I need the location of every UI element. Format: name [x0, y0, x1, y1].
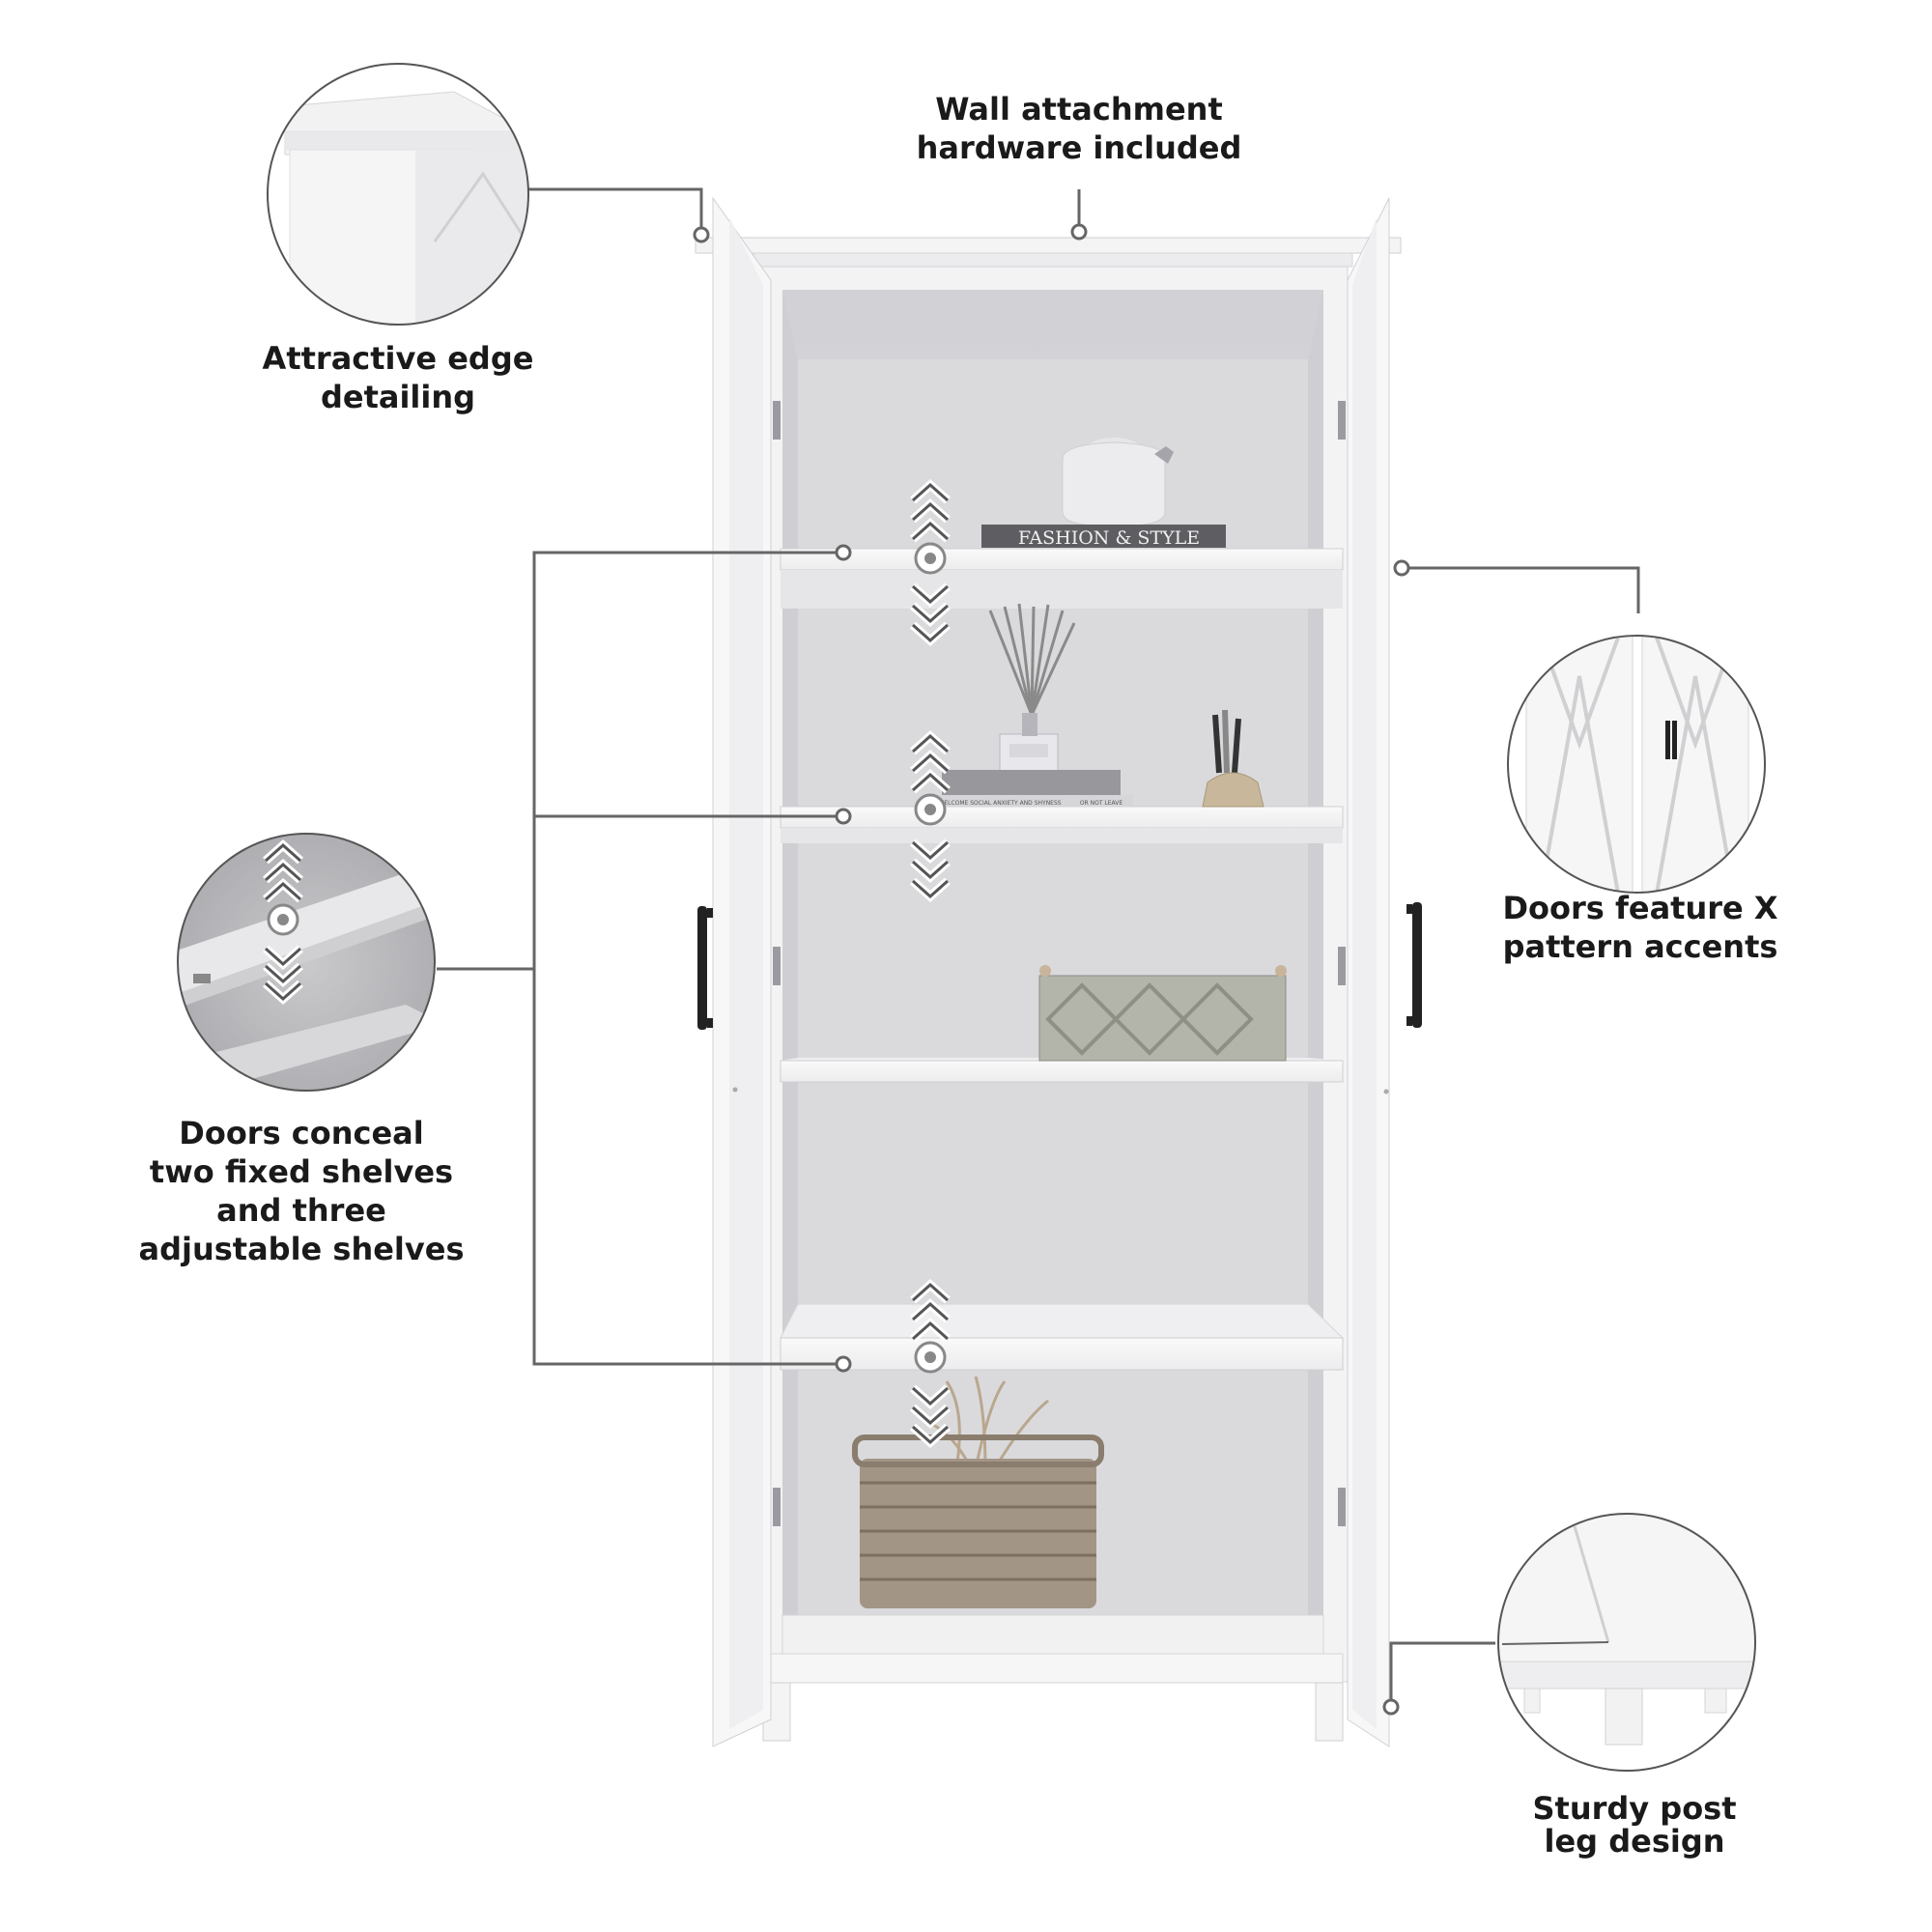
- label-shelves-line-2: two fixed shelves: [149, 1153, 454, 1190]
- shelf-adjust-indicator-2: [913, 736, 948, 896]
- left-door: [712, 196, 772, 1747]
- book-tiny-left: WELCOME SOCIAL ANXIETY AND SHYNESS: [938, 800, 1061, 807]
- shelf-adjust-indicator-3: [913, 1285, 948, 1442]
- label-shelves: Doors conceal two fixed shelves and thre…: [128, 1114, 475, 1268]
- cabinet: FASHION & STYLE WELCOME SOCIAL ANXIETY A…: [695, 196, 1422, 1747]
- cabinet-crown: [695, 237, 1402, 254]
- zoom-shelf-adjust: [177, 833, 436, 1092]
- shelf-3-fixed: [780, 1058, 1344, 1083]
- decor-diffuser: [988, 603, 1076, 772]
- label-doors-line-2: pattern accents: [1502, 928, 1778, 965]
- decor-macrame-basket: [1038, 965, 1287, 1062]
- shelf-1: [780, 548, 1344, 609]
- shelf-4: [780, 1303, 1345, 1371]
- cabinet-leg-right: [1315, 1682, 1344, 1742]
- label-edge-line-1: Attractive edge: [262, 340, 534, 377]
- label-edge-line-2: detailing: [320, 379, 476, 415]
- label-legs-line-2: leg design: [1544, 1823, 1725, 1860]
- door-handle-left: [697, 906, 713, 1030]
- right-door: [1347, 197, 1390, 1747]
- book-tiny-right: OR NOT LEAVE: [1080, 800, 1123, 807]
- label-post-leg: Sturdy post leg design: [1461, 1792, 1808, 1858]
- label-shelves-line-3: and three: [216, 1192, 386, 1229]
- label-wall-line-1: Wall attachment: [935, 91, 1223, 128]
- label-shelves-line-4: adjustable shelves: [138, 1231, 465, 1267]
- label-legs-line-1: Sturdy post: [1532, 1790, 1737, 1827]
- decor-jar: [1062, 438, 1174, 527]
- shelf-2: [780, 806, 1344, 843]
- label-shelves-line-1: Doors conceal: [179, 1115, 424, 1151]
- zoom-door-pattern: [1507, 635, 1766, 894]
- callout-lines: [437, 187, 1640, 1707]
- hinge-icons: [773, 401, 1346, 1526]
- decor-book: FASHION & STYLE: [981, 525, 1226, 549]
- decor-pen-holder: [1202, 709, 1264, 808]
- zoom-edge-detail: [267, 63, 529, 326]
- label-doors-line-1: Doors feature X: [1502, 890, 1778, 926]
- shelf-adjust-indicator-1: [913, 485, 948, 640]
- callout-dots: [693, 223, 1410, 1716]
- label-wall-line-2: hardware included: [916, 129, 1242, 166]
- label-doors-pattern: Doors feature X pattern accents: [1466, 889, 1814, 966]
- zoom-post-leg: [1497, 1513, 1756, 1772]
- door-handle-right: [1406, 902, 1422, 1028]
- label-wall-attachment: Wall attachment hardware included: [886, 90, 1272, 167]
- label-edge-detailing: Attractive edge detailing: [224, 339, 572, 416]
- book-title: FASHION & STYLE: [1018, 527, 1200, 549]
- decor-book-stack: WELCOME SOCIAL ANXIETY AND SHYNESS OR NO…: [925, 770, 1133, 807]
